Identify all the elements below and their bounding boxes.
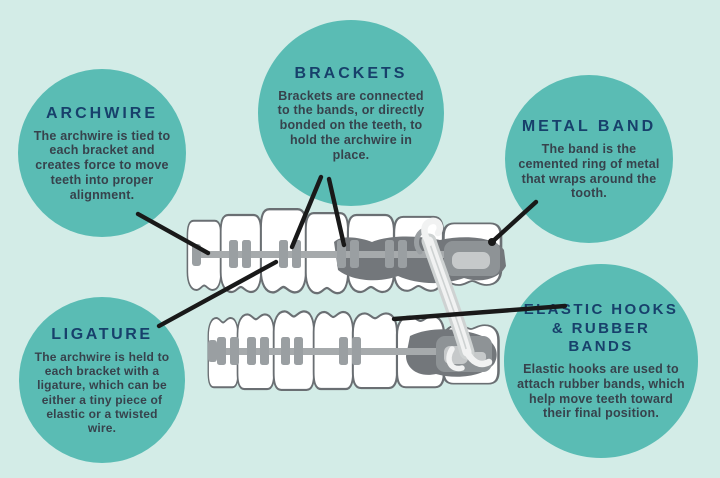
metal-band-pointer-dot [488,238,496,246]
upper-metal-band-icon [444,241,500,276]
brackets-title: BRACKETS [294,64,408,82]
ligature-description: The archwire is held to each bracket wit… [34,350,170,435]
callout-metal-band: METAL BAND The band is the cemented ring… [505,75,673,243]
ligature-title: LIGATURE [51,326,153,344]
metal-band-pointer-line [489,199,539,245]
lower-wire-end-tab [208,340,217,362]
brackets-pointer-line-left [289,174,324,250]
brackets-pointer-line-right [326,176,347,248]
callout-archwire: ARCHWIRE The archwire is tied to each br… [18,69,186,237]
lower-brackets-icon [217,337,361,365]
upper-braces [192,227,500,276]
elastic-hook-top-icon [421,217,443,247]
elastic-hooks-description: Elastic hooks are used to attach rubber … [517,362,685,421]
rubber-band-icon [421,217,493,372]
upper-brackets-icon [229,240,407,268]
callout-brackets: BRACKETS Brackets are connected to the b… [258,20,444,206]
ligature-pointer-line [156,259,279,329]
metal-band-description: The band is the cemented ring of metal t… [518,142,660,201]
archwire-title: ARCHWIRE [46,104,158,122]
elastic-hook-bottom-icon [463,348,493,368]
callout-lines [135,174,568,329]
archwire-pointer-line [135,211,211,256]
upper-archwire-icon [196,251,474,258]
callout-elastic-hooks: ELASTIC HOOKS & RUBBER BANDS Elastic hoo… [504,264,698,458]
lower-archwire-icon [212,348,458,355]
metal-band-title: METAL BAND [521,118,657,135]
elastic-pointer-line [391,303,568,322]
archwire-description: The archwire is tied to each bracket and… [33,128,171,202]
brackets-description: Brackets are connected to the bands, or … [277,88,425,162]
